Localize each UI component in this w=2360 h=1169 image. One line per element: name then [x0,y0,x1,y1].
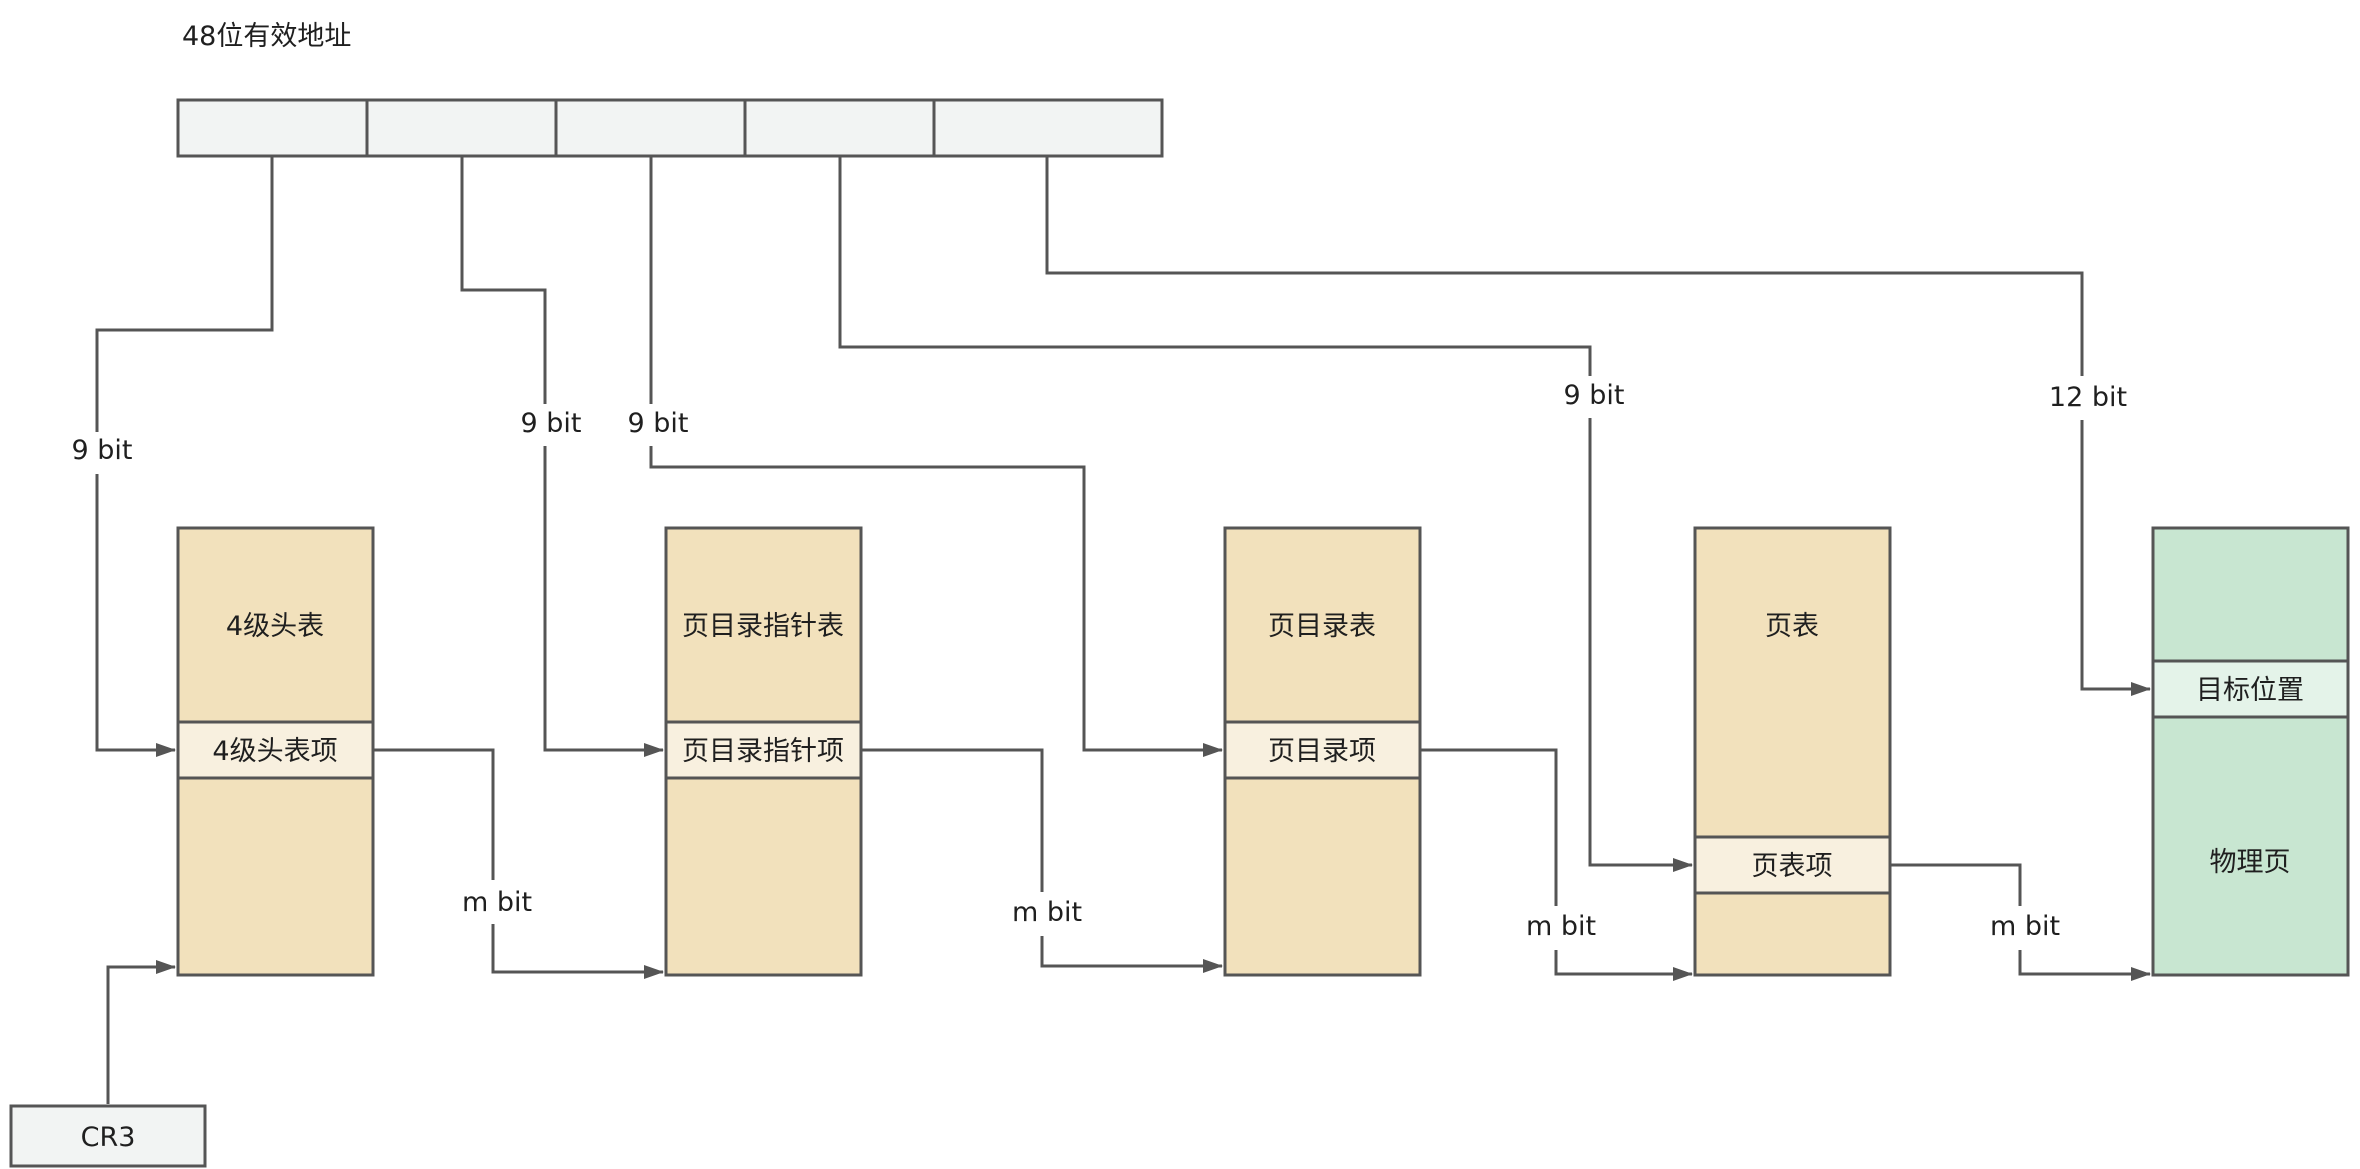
label-gap [2046,376,2130,420]
address-bar-outline [176,98,1164,158]
physical-page: 目标位置 物理页 [2151,526,2350,977]
cr3-label: CR3 [81,1122,136,1153]
target-location-label: 目标位置 [2196,675,2304,706]
cr3-register: CR3 [9,1104,207,1168]
target-location [2151,659,2350,719]
pml4-index-connector [95,156,274,757]
m-bit-label-pdpt: m bit [462,887,532,918]
pml4-entry-label: 4级头表项 [212,736,337,767]
pt-table-title: 页表 [1765,611,1819,642]
pt-entry-label: 页表项 [1752,851,1833,882]
pt-index-connector [838,156,1693,872]
address-bar [176,98,1164,158]
m-bit-label-pd: m bit [1012,897,1082,928]
pml4-table: 4级头表 4级头表项 [176,526,375,977]
pdpt-table-title: 页目录指针表 [682,611,844,642]
cr3-connector [106,960,176,1104]
label-gap [1558,376,1628,418]
pdpt-bit-label: 9 bit [521,408,582,439]
pd-table: 页目录表 页目录项 [1223,526,1422,977]
pdpt-to-pd-connector [860,748,1223,973]
pml4-entry [176,720,375,780]
pdpt-index-connector [460,156,664,757]
pt-entry [1693,835,1892,895]
pdpt-entry-label: 页目录指针项 [682,736,844,767]
label-gap [1522,906,1600,950]
pdpt-table: 页目录指针表 页目录指针项 [664,526,863,977]
pd-to-pt-connector [1418,748,1693,981]
label-gap [516,404,586,446]
pt-table: 页表 页表项 [1693,526,1892,977]
pt-bit-label: 9 bit [1564,380,1625,411]
label-gap [66,432,136,474]
cr3-box [9,1104,207,1168]
m-bit-label-pt: m bit [1526,911,1596,942]
offset-connector [1045,156,2151,696]
bit-labels: 9 bit 9 bit 9 bit 9 bit 12 bit m bit m b… [66,376,2130,950]
physical-page-box [2151,526,2350,977]
pml4-bit-label: 9 bit [72,435,133,466]
pdpt-entry [664,720,863,780]
pd-index-connector [649,156,1223,757]
pd-bit-label: 9 bit [628,408,689,439]
pml4-table-title: 4级头表 [226,611,324,642]
pd-table-title: 页目录表 [1268,611,1376,642]
label-gap [1986,906,2064,950]
offset-bit-label: 12 bit [2049,382,2127,413]
pt-table-box [1693,526,1892,977]
index-connectors [95,156,2151,872]
label-gap [458,880,536,924]
label-gap [1008,892,1086,936]
physical-page-title: 物理页 [2210,847,2291,878]
label-gap [622,404,692,446]
pml4-to-pdpt-connector [372,748,664,979]
m-bit-label-page: m bit [1990,911,2060,942]
pd-entry-label: 页目录项 [1268,736,1376,767]
address-title: 48位有效地址 [182,21,351,52]
pd-entry [1223,720,1422,780]
